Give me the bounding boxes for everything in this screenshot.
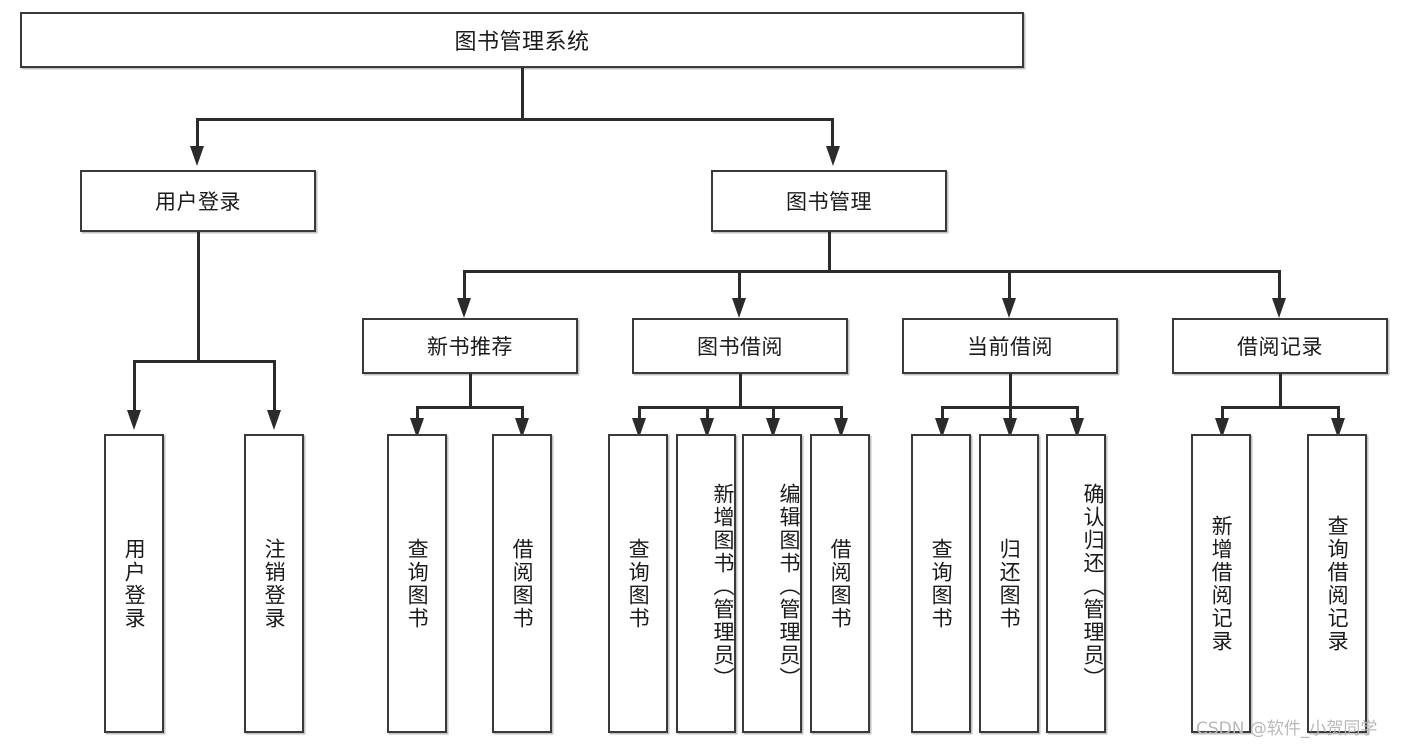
arrow-to-leaf-bb-borrow-book [834, 418, 848, 438]
leaf-logout[interactable]: 注销登录 [244, 434, 304, 733]
connector-level2-drop-3 [1008, 270, 1011, 300]
connector-nbr-stem [469, 374, 472, 408]
node-label: 确认归还（管理员） [1081, 483, 1105, 690]
node-label: 借阅记录 [1237, 335, 1323, 359]
connector-level2-bus [463, 270, 1281, 273]
node-label: 编辑图书（管理员） [777, 483, 801, 690]
node-book-borrow[interactable]: 图书借阅 [632, 318, 848, 374]
node-label: 图书管理 [786, 190, 872, 214]
arrow-to-leaf-user-login [127, 410, 141, 430]
connector-level1-drop-right [831, 118, 834, 148]
connector-bb-stem [739, 374, 742, 408]
arrow-to-leaf-cb-confirm-return [1070, 418, 1084, 438]
node-label: 用户登录 [155, 190, 241, 214]
node-user-login[interactable]: 用户登录 [80, 170, 316, 232]
connector-user-login-stem [197, 232, 200, 362]
leaf-bb-add-book[interactable]: 新增图书（管理员） [676, 434, 736, 733]
arrow-to-leaf-bb-add-book [700, 418, 714, 438]
connector-level2-drop-4 [1278, 270, 1281, 300]
arrow-to-book-borrow [732, 298, 746, 318]
leaf-br-query-record[interactable]: 查询借阅记录 [1307, 434, 1367, 733]
leaf-bb-borrow-book[interactable]: 借阅图书 [810, 434, 870, 733]
connector-bb-bus [638, 406, 843, 409]
arrow-to-leaf-cb-return-book [1003, 418, 1017, 438]
arrow-to-leaf-bb-query-book [632, 418, 646, 438]
node-label: 新增图书（管理员） [711, 483, 735, 690]
connector-level2-drop-1 [463, 270, 466, 300]
arrow-to-leaf-bb-edit-book [766, 418, 780, 438]
connector-user-login-drop-1 [133, 360, 136, 412]
connector-br-stem [1279, 374, 1282, 408]
leaf-bb-query-book[interactable]: 查询图书 [608, 434, 668, 733]
leaf-br-add-record[interactable]: 新增借阅记录 [1191, 434, 1251, 733]
node-label: 查询图书 [626, 537, 651, 630]
arrow-to-leaf-logout [267, 410, 281, 430]
leaf-cb-query-book[interactable]: 查询图书 [911, 434, 971, 733]
connector-br-bus [1221, 406, 1339, 409]
arrow-to-leaf-cb-query-book [935, 418, 949, 438]
connector-level2-drop-2 [738, 270, 741, 300]
node-label: 新增借阅记录 [1209, 514, 1234, 653]
leaf-cb-confirm-return[interactable]: 确认归还（管理员） [1046, 434, 1106, 733]
arrow-to-leaf-br-query-record [1331, 418, 1345, 438]
arrow-to-leaf-nbr-query-book [410, 418, 424, 438]
node-borrow-record[interactable]: 借阅记录 [1172, 318, 1388, 374]
connector-level1-drop-left [196, 118, 199, 148]
leaf-user-login[interactable]: 用户登录 [104, 434, 164, 733]
node-book-management[interactable]: 图书管理 [711, 170, 947, 232]
leaf-nbr-borrow-book[interactable]: 借阅图书 [492, 434, 552, 733]
node-label: 用户登录 [122, 537, 147, 630]
leaf-cb-return-book[interactable]: 归还图书 [979, 434, 1039, 733]
connector-user-login-drop-2 [273, 360, 276, 412]
connector-user-login-bus [133, 360, 275, 363]
connector-book-management-stem [828, 232, 831, 272]
arrow-to-borrow-record [1272, 298, 1286, 318]
node-root-book-management-system[interactable]: 图书管理系统 [20, 12, 1024, 68]
arrow-to-leaf-nbr-borrow-book [515, 418, 529, 438]
node-current-borrow[interactable]: 当前借阅 [902, 318, 1118, 374]
connector-root-stem [521, 68, 524, 120]
arrow-to-user-login [190, 146, 204, 166]
arrow-to-book-management [826, 146, 840, 166]
node-label: 新书推荐 [427, 335, 513, 359]
node-label: 当前借阅 [967, 335, 1053, 359]
node-label: 注销登录 [262, 537, 287, 630]
node-label: 借阅图书 [828, 537, 853, 630]
node-new-book-recommend[interactable]: 新书推荐 [362, 318, 578, 374]
connector-level1-bus [196, 118, 834, 121]
node-label: 查询图书 [405, 537, 430, 630]
node-label: 归还图书 [997, 537, 1022, 630]
connector-nbr-bus [416, 406, 524, 409]
node-label: 借阅图书 [510, 537, 535, 630]
leaf-bb-edit-book[interactable]: 编辑图书（管理员） [742, 434, 802, 733]
arrow-to-new-book-recommend [457, 298, 471, 318]
node-label: 查询图书 [929, 537, 954, 630]
arrow-to-current-borrow [1002, 298, 1016, 318]
arrow-to-leaf-br-add-record [1215, 418, 1229, 438]
csdn-watermark: CSDN @软件_小贺同学 [1196, 719, 1378, 739]
connector-cb-stem [1009, 374, 1012, 408]
node-label: 图书借阅 [697, 335, 783, 359]
node-label: 查询借阅记录 [1325, 514, 1350, 653]
node-label: 图书管理系统 [454, 30, 590, 55]
leaf-nbr-query-book[interactable]: 查询图书 [387, 434, 447, 733]
